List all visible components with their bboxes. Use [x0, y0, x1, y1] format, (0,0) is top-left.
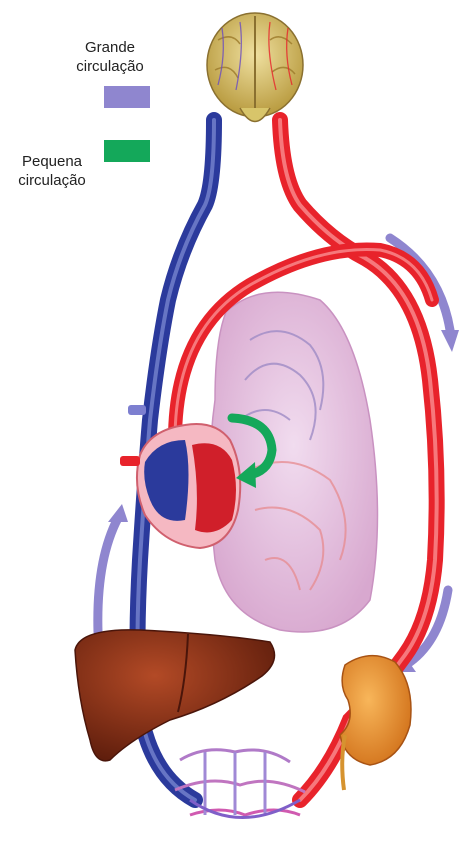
- liver: [75, 630, 275, 761]
- brain: [207, 13, 303, 122]
- flow-arrowhead-right-top: [441, 330, 459, 352]
- kidney: [340, 656, 411, 790]
- flow-arrow-left: [98, 518, 118, 632]
- flow-arrowhead-left: [108, 504, 128, 522]
